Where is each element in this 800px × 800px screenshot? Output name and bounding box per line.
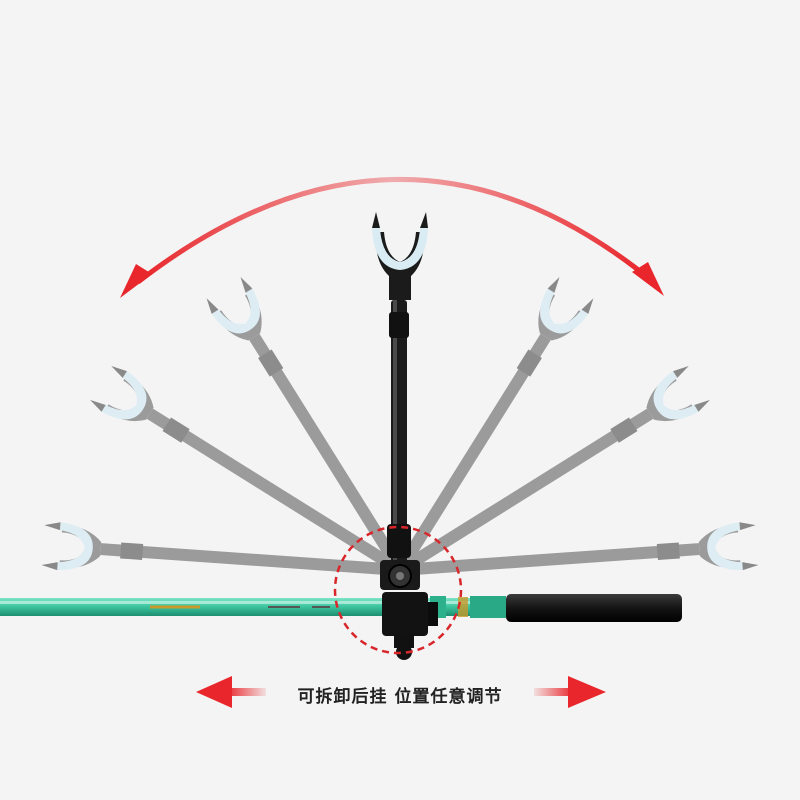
ghost-holder <box>399 522 759 576</box>
rod-holder-main <box>372 212 438 660</box>
pivot-dashed-circle <box>333 525 463 655</box>
ghost-holder <box>206 277 406 574</box>
ghost-holder <box>90 365 404 576</box>
caption-row: 可拆卸后挂 位置任意调节 <box>0 676 800 712</box>
caption-text: 可拆卸后挂 位置任意调节 <box>297 687 503 707</box>
ghost-holder <box>41 522 401 576</box>
bottom-right-arrow <box>534 676 606 708</box>
ghost-holder <box>394 277 594 574</box>
bottom-left-arrow <box>196 676 266 708</box>
ghost-holder <box>396 365 710 576</box>
ghost-holder-positions <box>41 277 759 576</box>
rotation-arc-arrow <box>120 177 664 298</box>
